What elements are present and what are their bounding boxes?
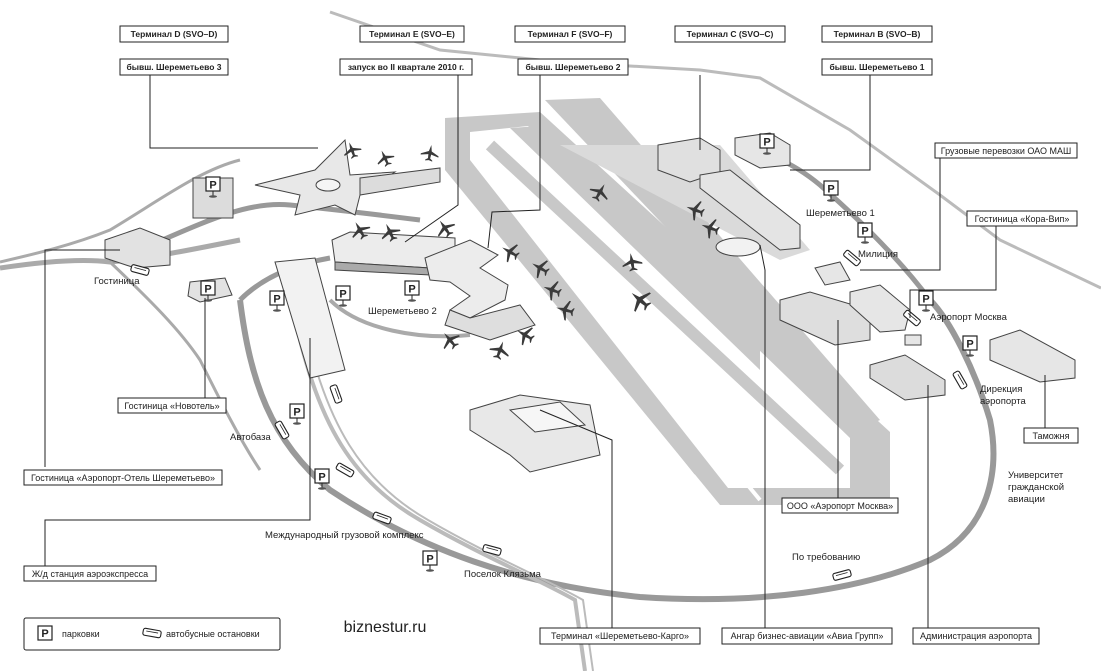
- university-label-1: Университет: [1008, 470, 1064, 481]
- terminal-c-building: [657, 132, 791, 183]
- terminal-c-label: Терминал C (SVO–C): [674, 25, 786, 43]
- sheremetyevo2-label: Шереметьево 2: [368, 306, 437, 317]
- terminal-d-label: Терминал D (SVO–D) бывш. Шереметьево 3: [119, 25, 229, 76]
- university-label-3: авиации: [1008, 494, 1045, 505]
- intl-cargo-label: Международный грузовой комплекс: [265, 530, 424, 541]
- legend: P парковки автобусные остановки: [23, 617, 281, 651]
- railway: [298, 339, 594, 671]
- parking-icon: [289, 403, 305, 426]
- cargo-terminal-building: [469, 394, 601, 473]
- on-request-label: По требованию: [792, 552, 860, 563]
- university-label-2: гражданской: [1008, 482, 1064, 493]
- terminal-d-building: [254, 138, 441, 216]
- terminal-e-sub: запуск во II квартале 2010 г.: [348, 62, 464, 72]
- administration-label: Администрация аэропорта: [920, 631, 1032, 641]
- cargo-mash-label: Грузовые перевозки ОАО МАШ: [941, 146, 1071, 156]
- parking-icon: [918, 290, 934, 313]
- parking-icon: [404, 280, 420, 303]
- buildings: [104, 132, 1076, 473]
- hotel-building: [104, 227, 171, 269]
- airplane-icon: [373, 146, 397, 170]
- parking-icon: [37, 625, 53, 641]
- boxed-labels: Грузовые перевозки ОАО МАШ Гостиница «Ко…: [23, 142, 1079, 645]
- parking-icon: [857, 222, 873, 245]
- bus-stop-icon: [329, 383, 343, 405]
- parking-icon: [422, 550, 438, 573]
- terminal-b-title: Терминал B (SVO–B): [834, 29, 921, 39]
- militia-label: Милиция: [858, 249, 898, 260]
- bus-stop-icon: [831, 568, 853, 582]
- terminal-f-sub: бывш. Шереметьево 2: [525, 62, 620, 72]
- hotel-airport-label: Гостиница «Аэропорт-Отель Шереметьево»: [31, 473, 215, 483]
- terminal-f-title: Терминал F (SVO–F): [528, 29, 613, 39]
- hangar-label: Ангар бизнес-авиации «Авиа Групп»: [731, 631, 884, 641]
- klyazma-label: Поселок Клязьма: [464, 569, 542, 580]
- customs-label: Таможня: [1032, 431, 1069, 441]
- directorate-label-1: Дирекция: [980, 384, 1022, 395]
- airplane-icon: [487, 338, 513, 362]
- terminal-f-label: Терминал F (SVO–F) бывш. Шереметьево 2: [514, 25, 629, 76]
- bus-stop-icon: [951, 369, 969, 391]
- aeroexpress-building: [274, 257, 346, 379]
- airport-moscow-label: Аэропорт Москва: [930, 312, 1008, 323]
- plain-labels: Гостиница Шереметьево 1 Милиция Шереметь…: [94, 208, 1064, 580]
- terminal-b-building: [699, 169, 801, 257]
- terminal-e-label: Терминал E (SVO–E) запуск во II квартале…: [339, 25, 473, 76]
- parking-icon: [269, 290, 285, 313]
- terminal-cargo-label: Терминал «Шереметьево-Карго»: [551, 631, 689, 641]
- airplane-icon: [436, 326, 464, 354]
- terminal-d-title: Терминал D (SVO–D): [131, 29, 218, 39]
- bus-stop-icon: [334, 461, 356, 479]
- terminal-e-title: Терминал E (SVO–E): [369, 29, 455, 39]
- legend-parking-label: парковки: [62, 629, 100, 639]
- leader-lines: [44, 75, 1046, 628]
- ooo-airport-label: ООО «Аэропорт Москва»: [787, 501, 893, 511]
- rail-station-label: Ж/д станция аэроэкспресса: [32, 569, 148, 579]
- hotel-korawip-label: Гостиница «Кора-Вип»: [975, 214, 1070, 224]
- hotel-label: Гостиница: [94, 276, 140, 287]
- right-buildings: [779, 261, 1076, 401]
- runways: [445, 98, 890, 505]
- terminal-b-sub: бывш. Шереметьево 1: [829, 62, 924, 72]
- terminal-labels: Терминал D (SVO–D) бывш. Шереметьево 3 Т…: [119, 25, 933, 76]
- terminal-c-title: Терминал C (SVO–C): [687, 29, 774, 39]
- legend-bus-label: автобусные остановки: [166, 629, 260, 639]
- legend-parking-symbol: P: [41, 628, 48, 640]
- directorate-label-2: аэропорта: [980, 396, 1026, 407]
- sheremetyevo1-label: Шереметьево 1: [806, 208, 875, 219]
- terminal-f-building: [424, 239, 536, 341]
- autobase-label: Автобаза: [230, 432, 271, 443]
- terminal-d-sub: бывш. Шереметьево 3: [126, 62, 221, 72]
- hotel-novotel-label: Гостиница «Новотель»: [124, 401, 219, 411]
- parking-icon: [335, 285, 351, 308]
- watermark: biznestur.ru: [344, 619, 427, 636]
- airplane-icon: [419, 143, 441, 163]
- terminal-b-label: Терминал B (SVO–B) бывш. Шереметьево 1: [821, 25, 933, 76]
